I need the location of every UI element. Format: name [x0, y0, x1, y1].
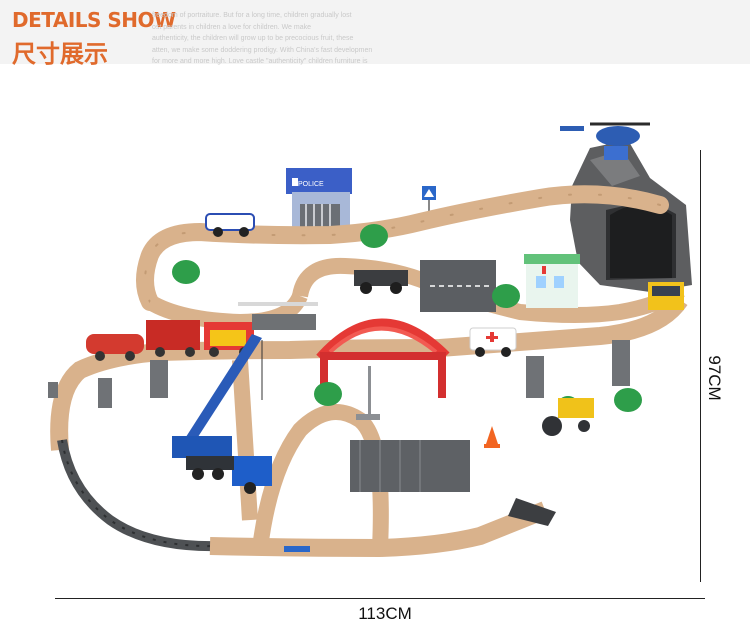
road-plate-upper	[420, 260, 496, 312]
description-line: authenticity, the children will grow up …	[152, 35, 354, 42]
description-line: for more and more high. Love castle "aut…	[152, 58, 368, 65]
width-label: 113CM	[358, 604, 412, 623]
road-plate-lower	[350, 440, 470, 492]
helicopter-icon	[560, 122, 650, 160]
yellow-truck	[648, 282, 684, 310]
height-label: 97CM	[705, 355, 724, 401]
height-dimension-line	[700, 150, 701, 582]
title-chinese: 尺寸展示	[12, 40, 108, 68]
arch-bridge	[316, 318, 450, 398]
title-english: DETAILS SHOW	[12, 8, 176, 32]
header-banner: DETAILS SHOW 尺寸展示 freedom of portraiture…	[0, 0, 750, 68]
hospital-building	[524, 254, 580, 308]
pillars	[48, 340, 630, 408]
streetlamp	[356, 366, 380, 420]
traffic-cone-icon	[484, 426, 500, 448]
blue-clip	[284, 546, 310, 552]
gray-rail	[57, 439, 221, 552]
ramp	[508, 498, 556, 526]
width-dimension-line	[55, 598, 705, 599]
description-line: freedom of portraiture. But for a long t…	[152, 12, 352, 19]
description-line: ost parents in children a love for child…	[152, 23, 312, 31]
mountain-tunnel	[570, 140, 692, 292]
ambulance	[469, 327, 517, 357]
road-sign-icon	[422, 186, 436, 224]
jeep	[354, 270, 408, 294]
main-track	[50, 294, 688, 451]
bridge-railing	[238, 302, 318, 330]
police-sign-text: POLICE	[298, 181, 324, 188]
police-car	[205, 213, 255, 237]
upper-track	[136, 185, 669, 311]
crane-truck	[172, 334, 272, 494]
road-roller	[542, 398, 594, 436]
header-description: freedom of portraiture. But for a long t…	[152, 10, 372, 68]
description-line: atten, we make some doddering prodigy. W…	[152, 46, 372, 54]
